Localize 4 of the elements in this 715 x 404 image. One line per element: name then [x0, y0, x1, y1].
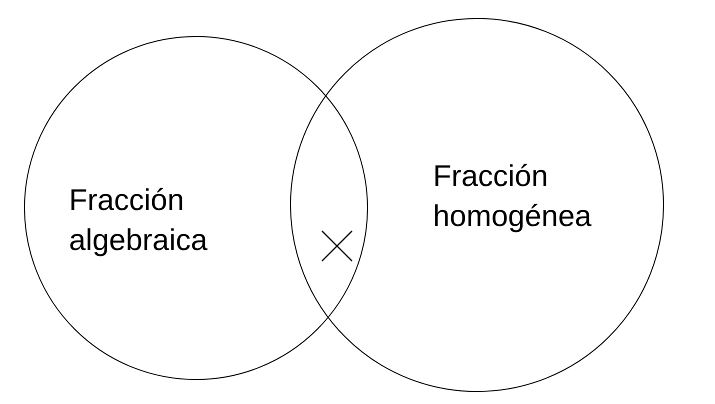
set-label: Fracción algebraica: [69, 183, 208, 259]
set-circle: [24, 36, 368, 380]
set-circle: [290, 18, 664, 392]
set-label: Fracción homogénea: [433, 159, 592, 235]
